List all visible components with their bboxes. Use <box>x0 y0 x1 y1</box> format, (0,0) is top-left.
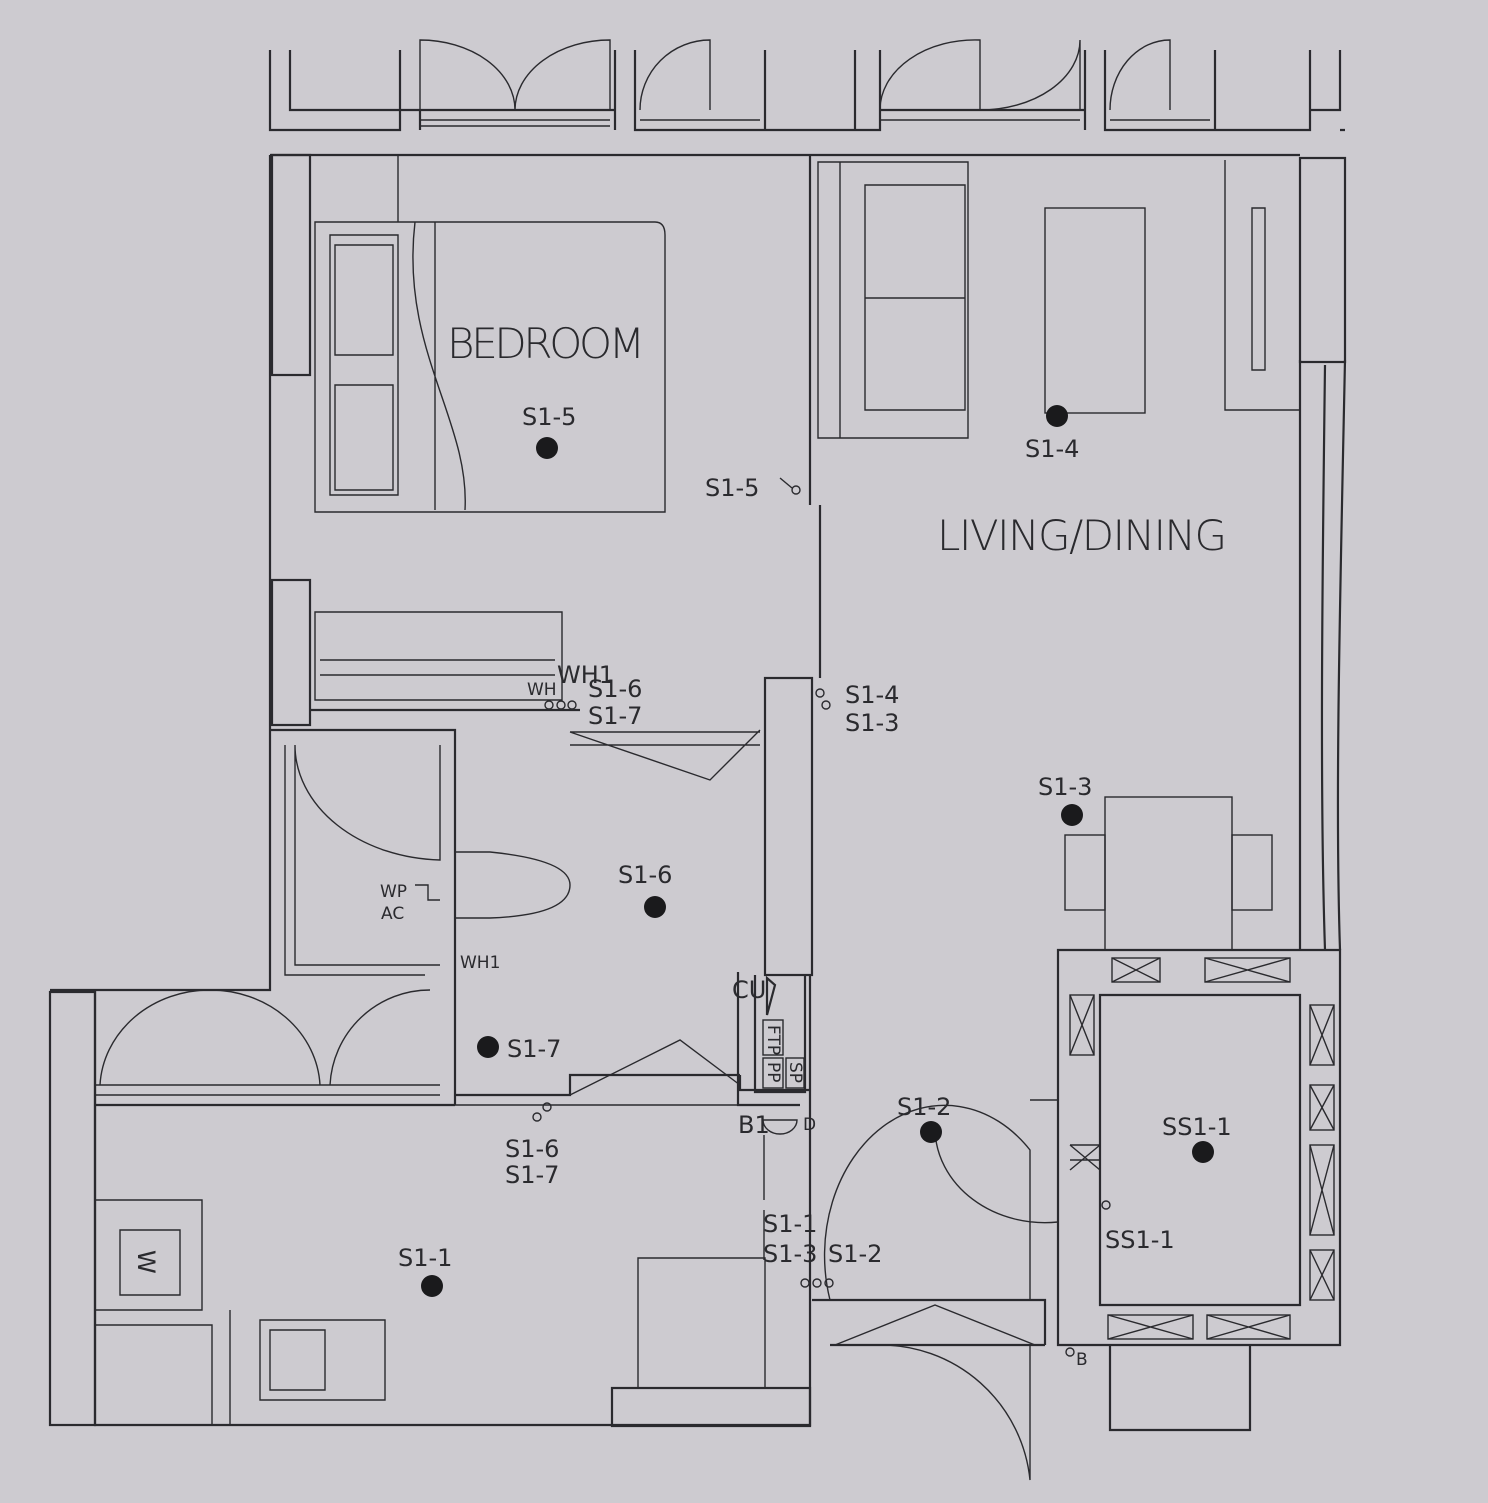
switch-labels: S1-5 WH WH1 S1-6 S1-7 S1-4 S1-3 WP AC WH… <box>132 474 1175 1370</box>
switch-label: S1-7 <box>505 1161 559 1189</box>
switch-icon <box>532 1102 552 1122</box>
socket-label: AC <box>381 904 404 924</box>
switch-icon <box>791 485 801 495</box>
light-label: S1-5 <box>522 403 576 431</box>
walls <box>50 153 1347 1432</box>
socket-icon <box>415 884 440 901</box>
panel-label: PP <box>763 1062 783 1083</box>
switch-label: S1-4 <box>845 681 899 709</box>
light-point-icon <box>1046 405 1068 427</box>
structural-walls <box>48 153 1347 1428</box>
socket-label: WH1 <box>460 953 500 973</box>
room-label-bedroom: BEDROOM <box>447 319 645 368</box>
washer-label: W <box>132 1250 160 1274</box>
switch-icon <box>544 700 577 710</box>
switch-label: SS1-1 <box>1105 1226 1175 1254</box>
store-cabinets <box>1069 957 1335 1340</box>
light-point-icon <box>421 1275 443 1297</box>
light-label: S1-6 <box>618 861 672 889</box>
light-point-icon <box>477 1036 499 1058</box>
panel-label: FTP <box>763 1025 783 1055</box>
switch-label: S1-3 <box>845 709 899 737</box>
switch-icon <box>800 1278 834 1288</box>
light-label: SS1-1 <box>1162 1113 1232 1141</box>
panel-label: SP <box>785 1062 805 1083</box>
light-label: S1-4 <box>1025 435 1079 463</box>
light-label: S1-7 <box>507 1035 561 1063</box>
panel-label: D <box>803 1115 816 1135</box>
bell-label: B1 <box>738 1111 770 1139</box>
switch-label: S1-6 <box>505 1135 559 1163</box>
panel-label: CU <box>732 976 766 1004</box>
symbol-label: WH <box>527 680 557 700</box>
light-label: S1-1 <box>398 1244 452 1272</box>
switch-label: S1-3 <box>763 1240 817 1268</box>
light-point-icon <box>1192 1141 1214 1163</box>
switch-label: S1-2 <box>828 1240 882 1268</box>
switch-label: S1-7 <box>588 702 642 730</box>
light-point-icon <box>644 896 666 918</box>
top-windows <box>268 39 1345 132</box>
bell-push-icon <box>1065 1347 1075 1357</box>
switch-label: S1-6 <box>588 675 642 703</box>
switch-label: S1-1 <box>763 1210 817 1238</box>
light-point-icon <box>920 1121 942 1143</box>
furniture <box>95 155 1300 1481</box>
switch-label: S1-5 <box>705 474 759 502</box>
light-label: S1-3 <box>1038 773 1092 801</box>
light-point-icon <box>536 437 558 459</box>
light-label: S1-2 <box>897 1093 951 1121</box>
socket-label: WP <box>380 882 407 902</box>
light-point-icon <box>1061 804 1083 826</box>
consumer-unit-cabinet <box>736 972 807 1260</box>
switch-icon <box>815 688 831 710</box>
switch-label: WH1 <box>557 661 614 689</box>
switch-icon <box>1101 1200 1111 1210</box>
bell-push-label: B <box>1076 1350 1088 1370</box>
ceiling-lights: S1-5 S1-4 S1-3 S1-6 S1-7 S1-2 SS1-1 S1-1 <box>398 403 1232 1297</box>
room-label-living-dining: LIVING/DINING <box>937 511 1227 560</box>
